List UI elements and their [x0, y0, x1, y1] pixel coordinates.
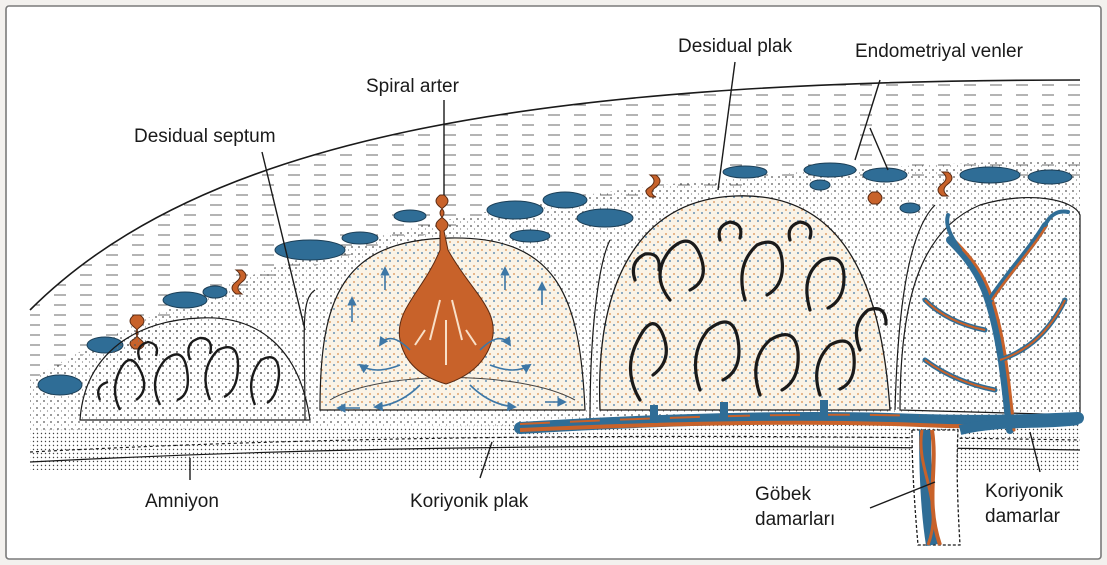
label-spiral-arter: Spiral arter	[366, 76, 460, 97]
label-koriyonik-damarlar-line2: damarlar	[985, 506, 1061, 527]
label-desidual-plak: Desidual plak	[678, 36, 793, 57]
label-koriyonik-plak: Koriyonik plak	[410, 491, 529, 512]
label-amniyon: Amniyon	[145, 491, 219, 512]
label-gobek-line2: damarları	[755, 509, 835, 530]
label-gobek-line1: Göbek	[755, 484, 811, 505]
label-endometriyal-venler: Endometriyal venler	[855, 41, 1024, 62]
label-koriyonik-damarlar-line1: Koriyonik	[985, 481, 1064, 502]
label-desidual-septum: Desidual septum	[134, 126, 276, 147]
